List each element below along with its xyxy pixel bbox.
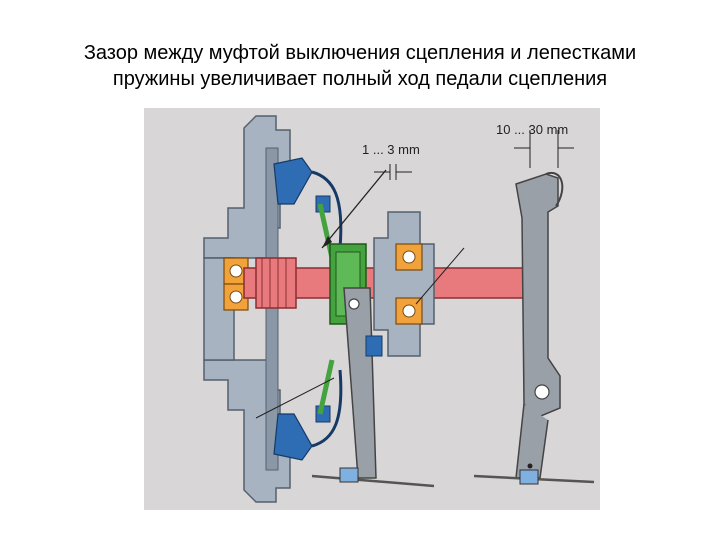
title-line-2: пружины увеличивает полный ход педали сц… <box>112 68 608 90</box>
travel-dimension: 10 ... 30 mm <box>496 122 574 168</box>
pointer-lines <box>255 169 465 419</box>
clutch-cable-right <box>473 463 595 485</box>
gearbox-housing <box>373 211 435 357</box>
clutch-cable-left <box>311 467 435 488</box>
gap-label: 1 ... 3 mm <box>362 142 420 157</box>
diagram-title: Зазор между муфтой выключения сцепления … <box>0 40 720 92</box>
pilot-bearing <box>223 257 249 311</box>
flywheel-housing <box>203 115 291 503</box>
clutch-lever <box>515 171 564 479</box>
title-line-1: Зазор между муфтой выключения сцепления … <box>83 42 637 64</box>
release-fork <box>343 287 383 479</box>
travel-label: 10 ... 30 mm <box>496 122 568 137</box>
gap-dimension: 1 ... 3 mm <box>362 142 420 180</box>
pressure-plate-spring <box>273 157 343 461</box>
clutch-diagram: 1 ... 3 mm 10 ... 30 mm <box>144 108 600 510</box>
